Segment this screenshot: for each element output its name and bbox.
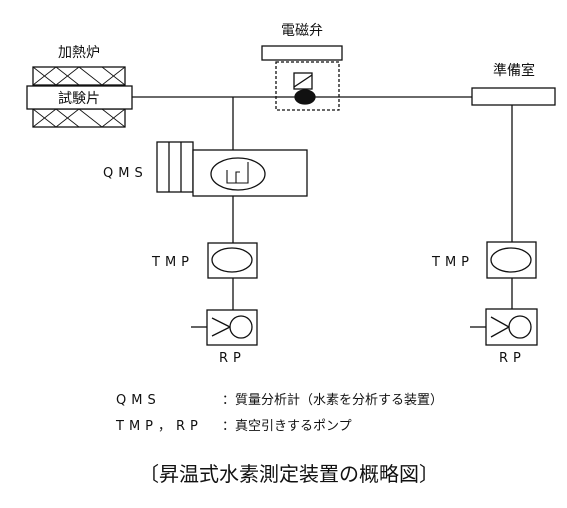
legend-tmp-rp-key: TMP，RP (115, 419, 203, 434)
legend-tmp-rp-desc: ：真空引きするポンプ (222, 419, 352, 434)
solenoid-valve (261, 45, 343, 111)
tmp-left-label: TMP (151, 255, 194, 270)
valve-label: 電磁弁 (281, 23, 323, 39)
tmp-left-unit (207, 242, 258, 279)
rp-left-label: RP (219, 351, 246, 366)
rp-right-unit (470, 308, 538, 346)
legend-qms-desc: ：質量分析計（水素を分析する装置） (222, 392, 443, 408)
rp-left-unit (191, 309, 258, 346)
diagram-caption: 〔昇温式水素測定装置の概略図〕 (139, 462, 439, 486)
legend-qms-key: QMS (116, 393, 161, 408)
prep-room-label: 準備室 (493, 62, 535, 79)
specimen-label: 試験片 (58, 91, 100, 107)
rp-right-label: RP (499, 351, 526, 366)
prep-room-box (471, 87, 556, 106)
qms-unit (156, 141, 308, 197)
furnace-label: 加熱炉 (58, 45, 100, 61)
tmp-right-label: TMP (431, 255, 474, 270)
tmp-right-unit (486, 241, 537, 279)
qms-label: QMS (103, 166, 148, 181)
